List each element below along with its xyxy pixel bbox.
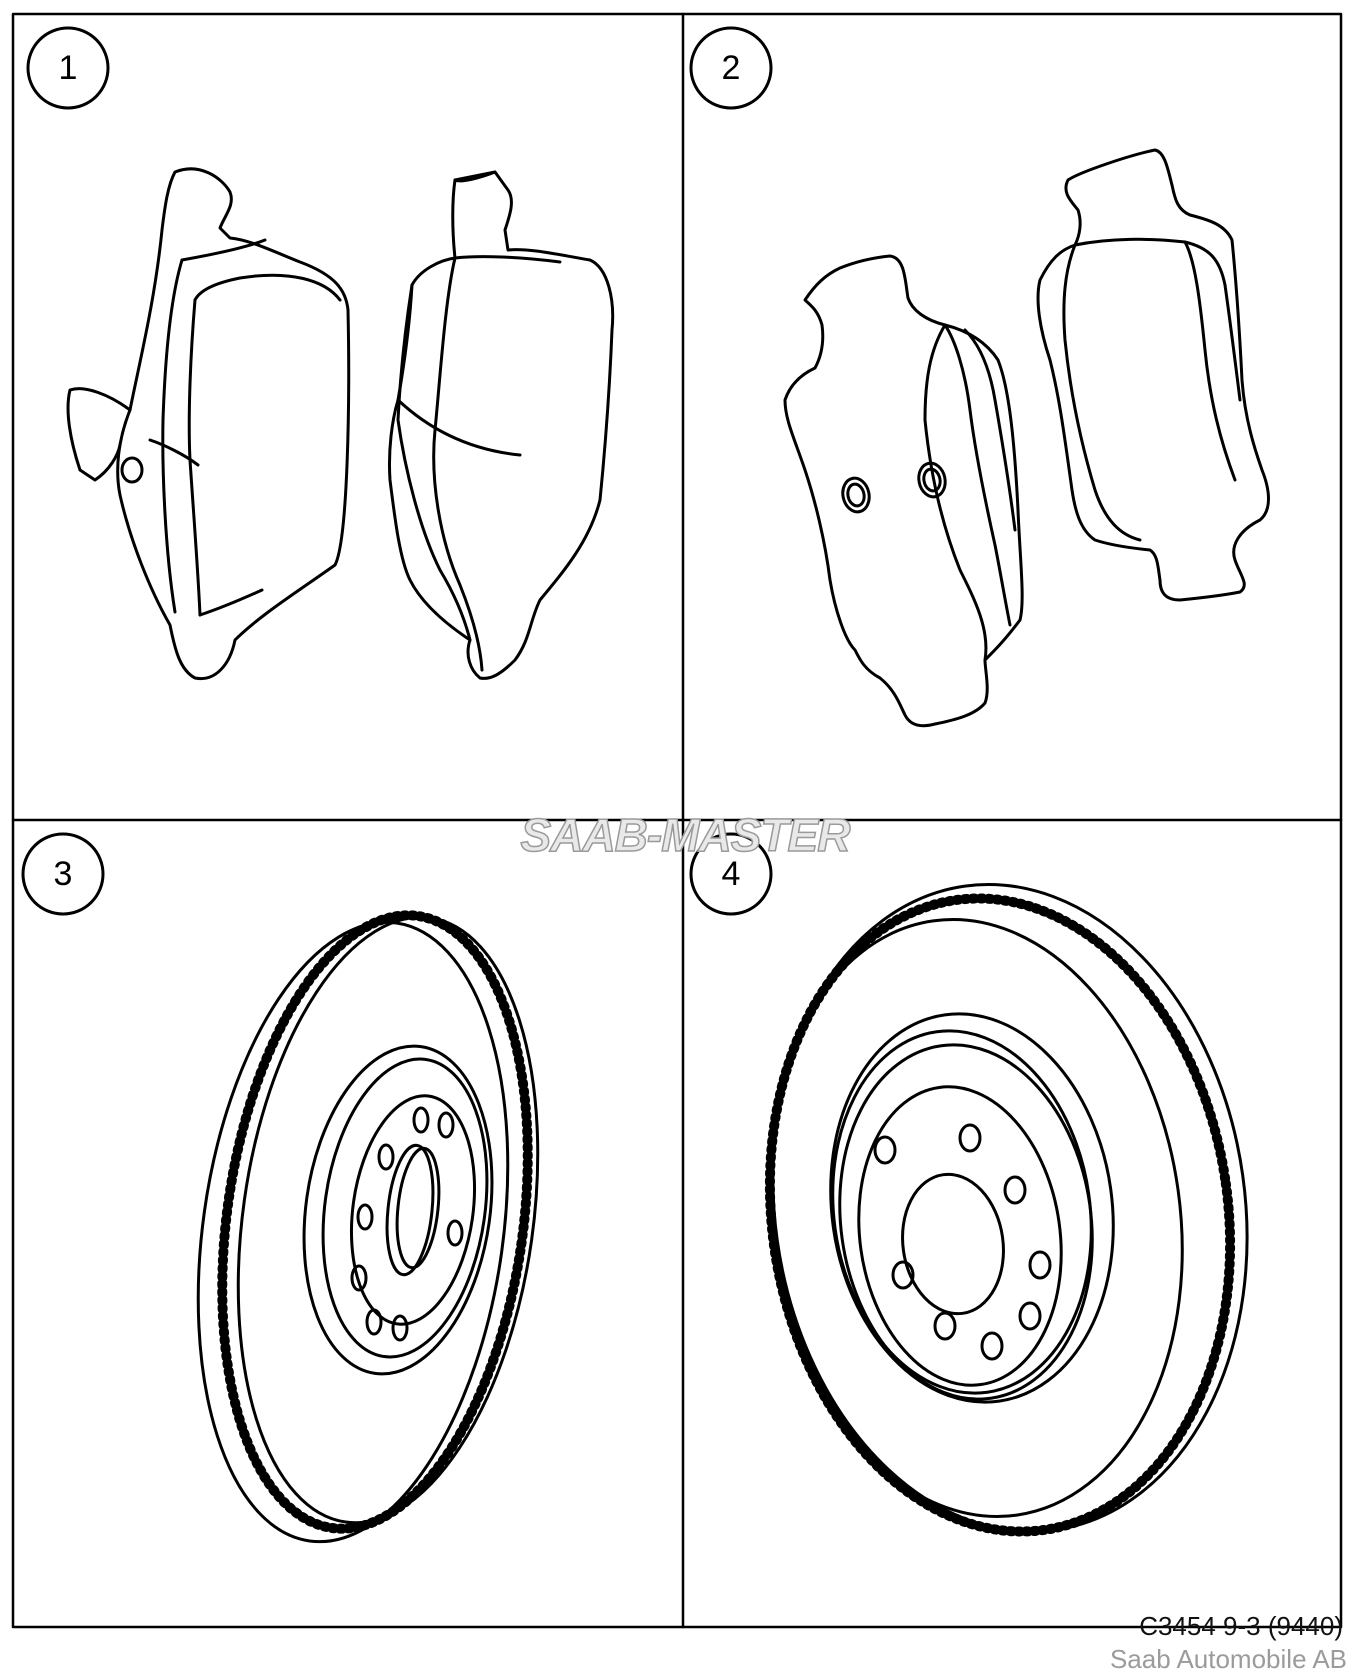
panel-4-number-circle: [689, 832, 773, 916]
front-brake-disc: [196, 910, 540, 1544]
rear-brake-disc: [764, 883, 1249, 1537]
panel-3-number: 3: [53, 855, 73, 893]
figure-caption: C3454 9-3 (9440): [1139, 1611, 1343, 1641]
panel-1-number-circle: [26, 26, 110, 110]
front-brake-pad-left: [66, 167, 351, 681]
panel-2-number: 2: [721, 49, 741, 87]
rear-brake-pad-right: [1036, 148, 1270, 602]
rear-brake-pad-left: [783, 254, 1024, 728]
panel-1-number: 1: [58, 49, 78, 87]
panel-4-number: 4: [721, 855, 741, 893]
panel-3-number-circle: [21, 832, 105, 916]
front-brake-pad-right: [387, 170, 615, 680]
copyright-notice: Saab Automobile AB: [1109, 1644, 1347, 1674]
watermark-logo: SAAB-MASTER: [520, 809, 851, 861]
panel-2-number-circle: [689, 26, 773, 110]
